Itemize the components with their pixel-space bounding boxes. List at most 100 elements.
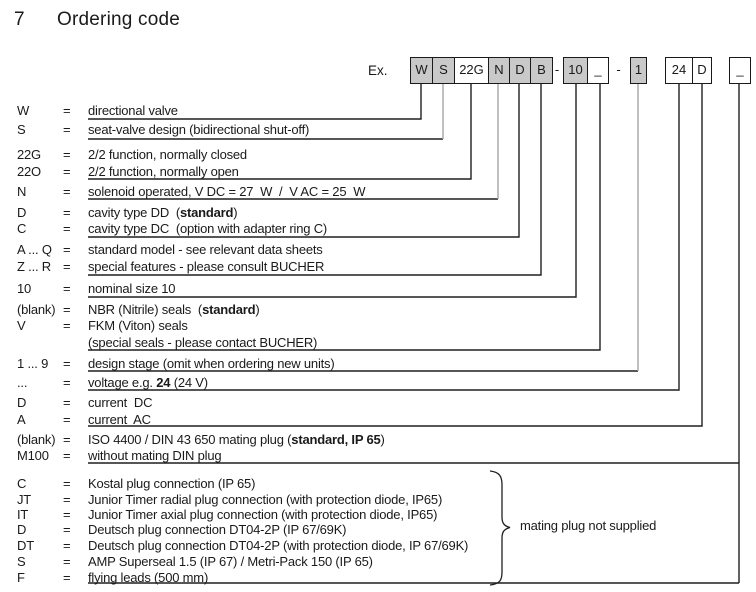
row-code: IT — [17, 507, 29, 522]
row-description: solenoid operated, V DC = 27 W / V AC = … — [88, 184, 366, 199]
row-22g: 22G = 2/2 function, normally closed — [0, 147, 756, 163]
row-equals: = — [63, 554, 71, 569]
row-code: 1 ... 9 — [17, 356, 49, 371]
row-it: IT = Junior Timer axial plug connection (w… — [0, 507, 756, 523]
row-equals: = — [63, 302, 71, 317]
row-v-seals: V=FKM (Viton) seals — [0, 318, 756, 334]
row-blank-iso: (blank)=ISO 4400 / DIN 43 650 mating plu… — [0, 432, 756, 448]
row-voltage: ...=voltage e.g. 24 (24 V) — [0, 375, 756, 391]
row-description: Deutsch plug connection DT04-2P (with pr… — [88, 538, 469, 553]
row-description: special features - please consult BUCHER — [88, 259, 325, 274]
row-d-deutsch: D=Deutsch plug connection DT04-2P (IP 67… — [0, 522, 756, 538]
row-code: 22G — [17, 147, 41, 162]
row-code: Z ... R — [17, 259, 51, 274]
row-equals: = — [63, 122, 71, 137]
row-n: N = solenoid operated, V DC = 27 W / V AC … — [0, 184, 756, 200]
row-code: DT — [17, 538, 34, 553]
row-equals: = — [63, 318, 71, 333]
row-code: (blank) — [17, 302, 56, 317]
row-equals: = — [63, 570, 71, 585]
row-description: cavity type DD (standard) — [88, 205, 238, 220]
code-box-d: D — [509, 57, 531, 84]
row-code: F — [17, 570, 25, 585]
code-box-seal-placeholder: _ — [587, 57, 609, 84]
section-number: 7 — [14, 9, 25, 30]
row-code: V — [17, 318, 26, 333]
row-c-cavity: C=cavity type DC (option with adapter ri… — [0, 221, 756, 237]
row-code: D — [17, 395, 27, 410]
row-special-seals: (special seals - please contact BUCHER) — [0, 335, 756, 351]
row-s-amp: S = AMP Superseal 1.5 (IP 67) / Metri-Pack… — [0, 554, 756, 570]
row-description: 2/2 function, normally closed — [88, 147, 247, 162]
row-description: (special seals - please contact BUCHER) — [88, 335, 318, 350]
row-code: C — [17, 476, 27, 491]
code-separator-dash-2: - — [616, 62, 621, 77]
code-box-plug-placeholder: _ — [729, 57, 751, 84]
row-equals: = — [63, 448, 71, 463]
row-10: 10=nominal size 10 — [0, 281, 756, 297]
row-jt: JT=Junior Timer radial plug connection (… — [0, 492, 756, 508]
row-a-current: A=current AC — [0, 412, 756, 428]
code-box-10: 10 — [563, 57, 588, 84]
code-box-1: 1 — [630, 57, 647, 84]
row-equals: = — [63, 412, 71, 427]
row-equals: = — [63, 184, 71, 199]
row-z-r: Z ... R = special features - please consul… — [0, 259, 756, 275]
row-description: Junior Timer radial plug connection (wit… — [88, 492, 443, 507]
row-code: JT — [17, 492, 32, 507]
row-equals: = — [63, 147, 71, 162]
row-description: current DC — [88, 395, 153, 410]
row-m100: M100=without mating DIN plug — [0, 448, 756, 464]
row-equals: = — [63, 103, 71, 118]
row-code: (blank) — [17, 432, 56, 447]
row-blank-nbr: (blank)=NBR (Nitrile) seals (standard) — [0, 302, 756, 318]
row-f: F = flying leads (500 mm) — [0, 570, 756, 586]
row-description: Junior Timer axial plug connection (with… — [88, 507, 438, 522]
row-description: AMP Superseal 1.5 (IP 67) / Metri-Pack 1… — [88, 554, 373, 569]
row-equals: = — [63, 205, 71, 220]
row-c-kostal: C=Kostal plug connection (IP 65) — [0, 476, 756, 492]
row-dt: DT = Deutsch plug connection DT04-2P (with… — [0, 538, 756, 554]
code-box-b: B — [530, 57, 553, 84]
row-code: S — [17, 122, 26, 137]
code-box-24: 24 — [665, 57, 693, 84]
row-description: standard model - see relevant data sheet… — [88, 242, 323, 257]
row-equals: = — [63, 221, 71, 236]
row-a-q: A ... Q = standard model - see relevant da… — [0, 242, 756, 258]
row-code: N — [17, 184, 27, 199]
row-code: S — [17, 554, 26, 569]
row-code: D — [17, 205, 27, 220]
row-description: seat-valve design (bidirectional shut-of… — [88, 122, 310, 137]
row-code: 22O — [17, 164, 41, 179]
row-22o: 22O=2/2 function, normally open — [0, 164, 756, 180]
row-description: Kostal plug connection (IP 65) — [88, 476, 256, 491]
row-description: flying leads (500 mm) — [88, 570, 209, 585]
code-box-n: N — [488, 57, 510, 84]
row-description: ISO 4400 / DIN 43 650 mating plug (stand… — [88, 432, 385, 447]
row-1-9: 1 ... 9=design stage (omit when ordering… — [0, 356, 756, 372]
row-code: A ... Q — [17, 242, 52, 257]
code-separator-dash-1: - — [554, 62, 560, 77]
row-equals: = — [63, 395, 71, 410]
code-box-22g: 22G — [454, 57, 489, 84]
row-equals: = — [63, 507, 71, 522]
row-equals: = — [63, 259, 71, 274]
code-box-d-current: D — [692, 57, 712, 84]
row-d-cavity: D = cavity type DD (standard) — [0, 205, 756, 221]
row-description: without mating DIN plug — [88, 448, 222, 463]
row-equals: = — [63, 538, 71, 553]
row-description: current AC — [88, 412, 151, 427]
row-s: S = seat-valve design (bidirectional shut-… — [0, 122, 756, 138]
row-description: design stage (omit when ordering new uni… — [88, 356, 335, 371]
row-w: W=directional valve — [0, 103, 756, 119]
row-code: ... — [17, 375, 28, 390]
row-equals: = — [63, 242, 71, 257]
row-description: nominal size 10 — [88, 281, 176, 296]
row-d-current: D = current DC — [0, 395, 756, 411]
row-code: 10 — [17, 281, 32, 296]
row-code: C — [17, 221, 27, 236]
example-label: Ex. — [368, 63, 388, 78]
row-code: W — [17, 103, 30, 118]
row-equals: = — [63, 164, 71, 179]
code-box-s: S — [432, 57, 455, 84]
